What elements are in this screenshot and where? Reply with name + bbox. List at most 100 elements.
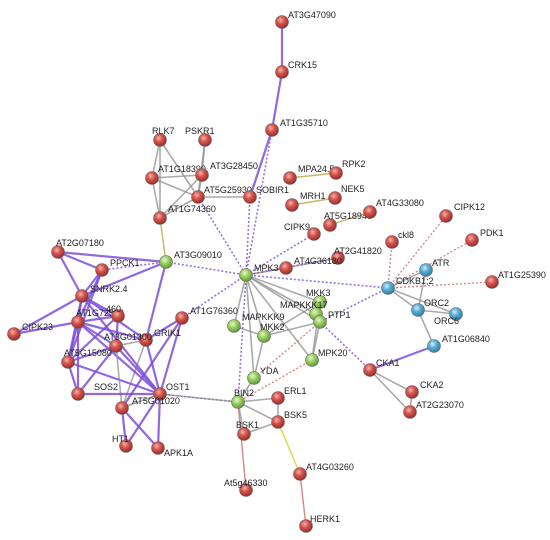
node-circle[interactable] [75,289,89,303]
node-at4g03260[interactable]: AT4G03260 [293,462,354,481]
node-circle[interactable] [61,355,75,369]
node-circle[interactable] [239,483,253,497]
node-circle[interactable] [313,315,327,329]
node-circle[interactable] [279,261,293,275]
node-circle[interactable] [51,245,65,259]
node-snrk2-4[interactable]: SNRK2.4 [75,284,128,303]
node-at3g46460[interactable]: 460 [106,304,125,323]
node-circle[interactable] [331,251,345,265]
node-mkk2[interactable]: MKK2 [257,322,285,343]
node-mrh1[interactable]: MRH1 [285,191,326,212]
node-cka1[interactable]: CKA1 [363,358,400,377]
node-circle[interactable] [275,15,289,29]
node-at1g25390[interactable]: AT1G25390 [485,270,546,289]
node-circle[interactable] [139,333,153,347]
node-circle[interactable] [231,395,245,409]
node-cipk12[interactable]: CIPK12 [439,202,486,223]
node-at2g23070[interactable]: AT2G23070 [403,400,464,419]
node-bsk5[interactable]: BSK5 [271,410,308,429]
node-circle[interactable] [403,405,417,419]
node-yda[interactable]: YDA [247,366,279,385]
node-circle[interactable] [119,439,133,453]
node-circle[interactable] [385,235,399,249]
node-circle[interactable] [95,263,109,277]
node-bsk1[interactable]: BSK1 [236,420,259,441]
node-at5g46330[interactable]: At5g46330 [224,478,268,497]
node-at5g15080[interactable]: AT5G15080 [61,348,112,369]
node-circle[interactable] [299,519,313,533]
node-circle[interactable] [275,65,289,79]
node-bin2[interactable]: BIN2 [231,388,255,409]
node-circle[interactable] [257,329,271,343]
node-grik1[interactable]: GRIK1 [139,328,182,347]
node-at1g35710[interactable]: AT1G35710 [265,118,328,137]
node-circle[interactable] [198,133,212,147]
node-circle[interactable] [151,441,165,455]
node-pskr1[interactable]: PSKR1 [185,126,215,147]
node-circle[interactable] [439,209,453,223]
node-ost1[interactable]: OST1 [153,382,190,401]
node-at5g18940[interactable]: AT5G18940 [323,211,372,232]
node-circle[interactable] [111,309,125,323]
node-crk15[interactable]: CRK15 [275,60,318,79]
node-circle[interactable] [247,371,261,385]
node-circle[interactable] [153,133,167,147]
node-cipk23[interactable]: CIPK23 [7,322,54,341]
node-at2g41820[interactable]: AT2G41820 [331,246,382,265]
node-circle[interactable] [71,387,85,401]
node-circle[interactable] [243,190,257,204]
node-circle[interactable] [485,275,499,289]
node-circle[interactable] [405,385,419,399]
node-mpk20[interactable]: MPK20 [305,348,348,367]
node-circle[interactable] [293,467,307,481]
node-circle[interactable] [307,227,321,241]
node-circle[interactable] [323,218,337,232]
node-cipk9[interactable]: CIPK9 [284,222,321,241]
node-atr[interactable]: ATR [419,258,450,277]
node-at3g28450[interactable]: AT3G28450 [195,161,258,182]
node-at1g18390[interactable]: AT1G18390 [145,164,206,185]
node-at1g72540[interactable]: AT1G72540 [71,308,124,329]
node-circle[interactable] [283,171,297,185]
node-ppck1[interactable]: PPCK1 [95,258,140,277]
node-circle[interactable] [191,190,205,204]
node-at4g36180[interactable]: AT4G36180 [279,256,342,275]
node-cdkb1-2[interactable]: CDKB1;2 [381,276,434,295]
node-at2g07180[interactable]: AT2G07180 [51,238,104,259]
node-ckl8[interactable]: ckl8 [385,230,415,249]
node-ht1[interactable]: HT1 [112,434,133,453]
node-rpk2[interactable]: RPK2 [329,159,366,180]
node-cka2[interactable]: CKA2 [405,380,444,399]
node-circle[interactable] [145,171,159,185]
node-circle[interactable] [329,166,343,180]
node-mkk3[interactable]: MKK3 [306,288,331,309]
node-circle[interactable] [271,391,285,405]
node-circle[interactable] [175,311,189,325]
node-circle[interactable] [71,315,85,329]
node-circle[interactable] [109,339,123,353]
node-circle[interactable] [159,255,173,269]
node-mapkkk9[interactable]: MAPKKK9 [227,312,285,333]
node-sos2[interactable]: SOS2 [71,382,119,401]
node-circle[interactable] [328,191,342,205]
node-at3g47090[interactable]: AT3G47090 [275,10,336,29]
node-circle[interactable] [313,295,327,309]
node-circle[interactable] [363,205,377,219]
node-at4g33080[interactable]: AT4G33080 [363,198,424,219]
node-circle[interactable] [153,211,167,225]
node-at1g06840[interactable]: AT1G06840 [427,334,490,353]
node-ptp1[interactable]: PTP1 [313,310,351,329]
node-sobir1[interactable]: SOBIR1 [243,185,290,204]
node-rlk7[interactable]: RLK7 [152,126,175,147]
node-at3g01300[interactable]: AT3G01300 [104,332,152,353]
node-at5g01020[interactable]: AT5G01020 [115,396,180,415]
node-apk1a[interactable]: APK1A [151,441,194,459]
node-at5g25930[interactable]: AT5G25930 [191,185,252,204]
node-circle[interactable] [227,319,241,333]
node-at1g74360[interactable]: AT1G74360 [153,204,216,225]
node-orc6[interactable]: ORC6 [434,307,463,327]
node-circle[interactable] [411,303,425,317]
node-circle[interactable] [449,307,463,321]
node-erl1[interactable]: ERL1 [271,386,307,405]
node-circle[interactable] [305,353,319,367]
